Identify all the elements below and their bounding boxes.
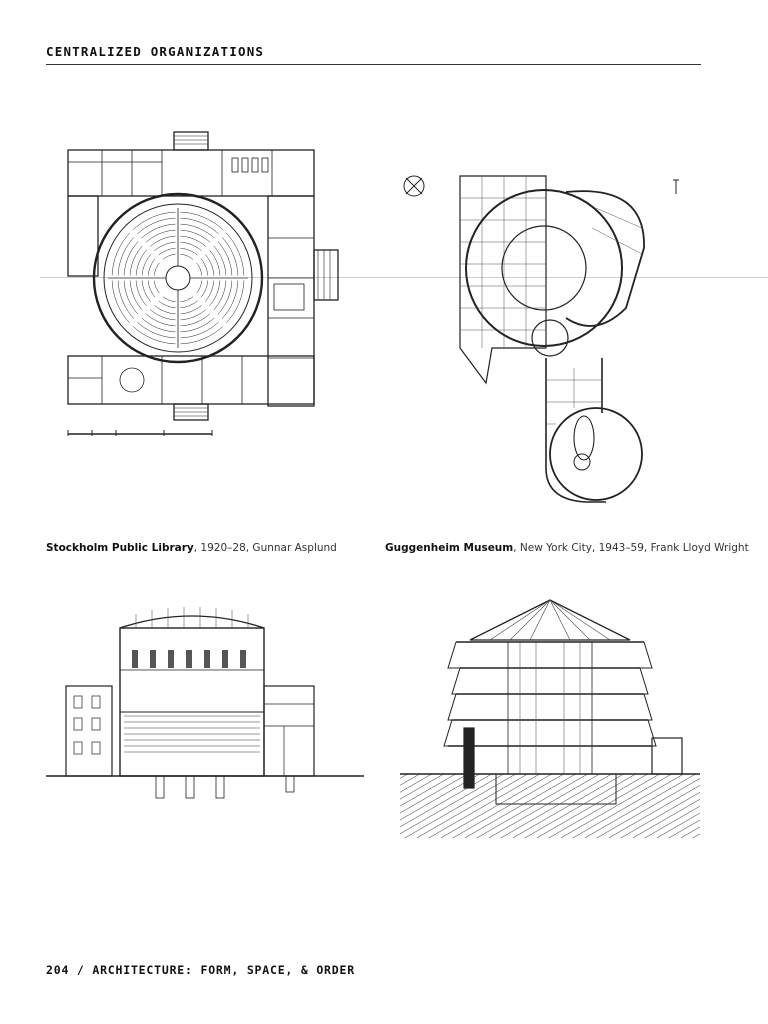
caption-stockholm-name: Stockholm Public Library	[46, 542, 194, 554]
library-section-drawing	[46, 604, 364, 804]
header-rule	[46, 64, 701, 65]
section-title: CENTRALIZED ORGANIZATIONS	[46, 44, 265, 59]
library-floor-plan	[62, 128, 342, 440]
scan-line	[40, 277, 768, 278]
caption-stockholm-detail: , 1920–28, Gunnar Asplund	[193, 542, 337, 554]
guggenheim-section-drawing	[400, 598, 700, 838]
caption-guggenheim-detail: , New York City, 1943–59, Frank Lloyd Wr…	[513, 542, 749, 554]
page-footer: 204 / ARCHITECTURE: FORM, SPACE, & ORDER	[46, 963, 355, 977]
caption-guggenheim-name: Guggenheim Museum	[385, 542, 514, 554]
caption-stockholm-library: Stockholm Public Library, 1920–28, Gunna…	[46, 542, 337, 554]
guggenheim-floor-plan	[396, 168, 688, 510]
caption-guggenheim: Guggenheim Museum, New York City, 1943–5…	[385, 542, 749, 554]
